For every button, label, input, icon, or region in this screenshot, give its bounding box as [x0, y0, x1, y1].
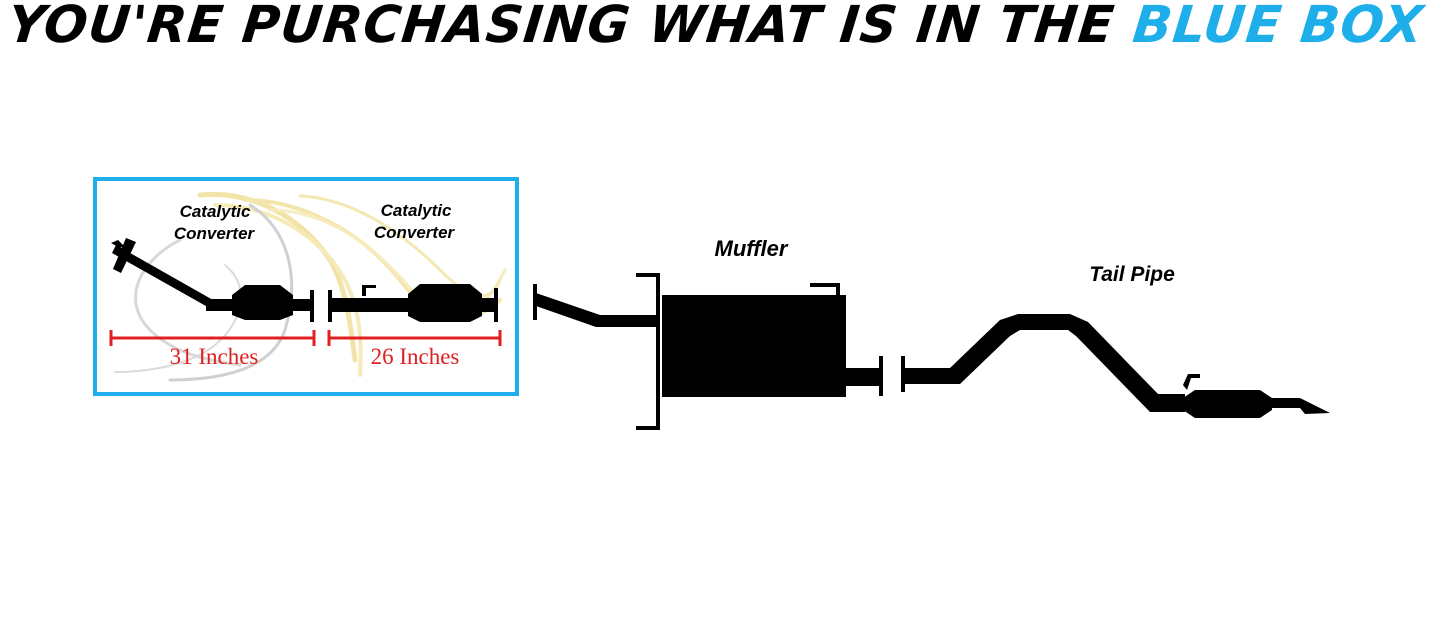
cat2-label-line2: Converter	[374, 223, 456, 242]
muffler-label: Muffler	[715, 236, 789, 261]
mid-pipe-section	[328, 284, 498, 322]
cat1-label-line1: Catalytic	[180, 202, 251, 221]
measure-label-31: 31 Inches	[170, 344, 259, 369]
measure-bar-26	[327, 330, 502, 346]
tail-pipe-label: Tail Pipe	[1089, 263, 1175, 286]
measure-label-26: 26 Inches	[371, 344, 460, 369]
tailpipe-assembly	[901, 314, 1330, 418]
muffler-assembly	[533, 273, 883, 430]
blue-box-highlight	[93, 177, 519, 396]
cat2-label-line1: Catalytic	[381, 201, 452, 220]
front-pipe-section	[111, 238, 314, 322]
cat1-label-line2: Converter	[174, 224, 256, 243]
measure-bar-31	[109, 330, 316, 346]
